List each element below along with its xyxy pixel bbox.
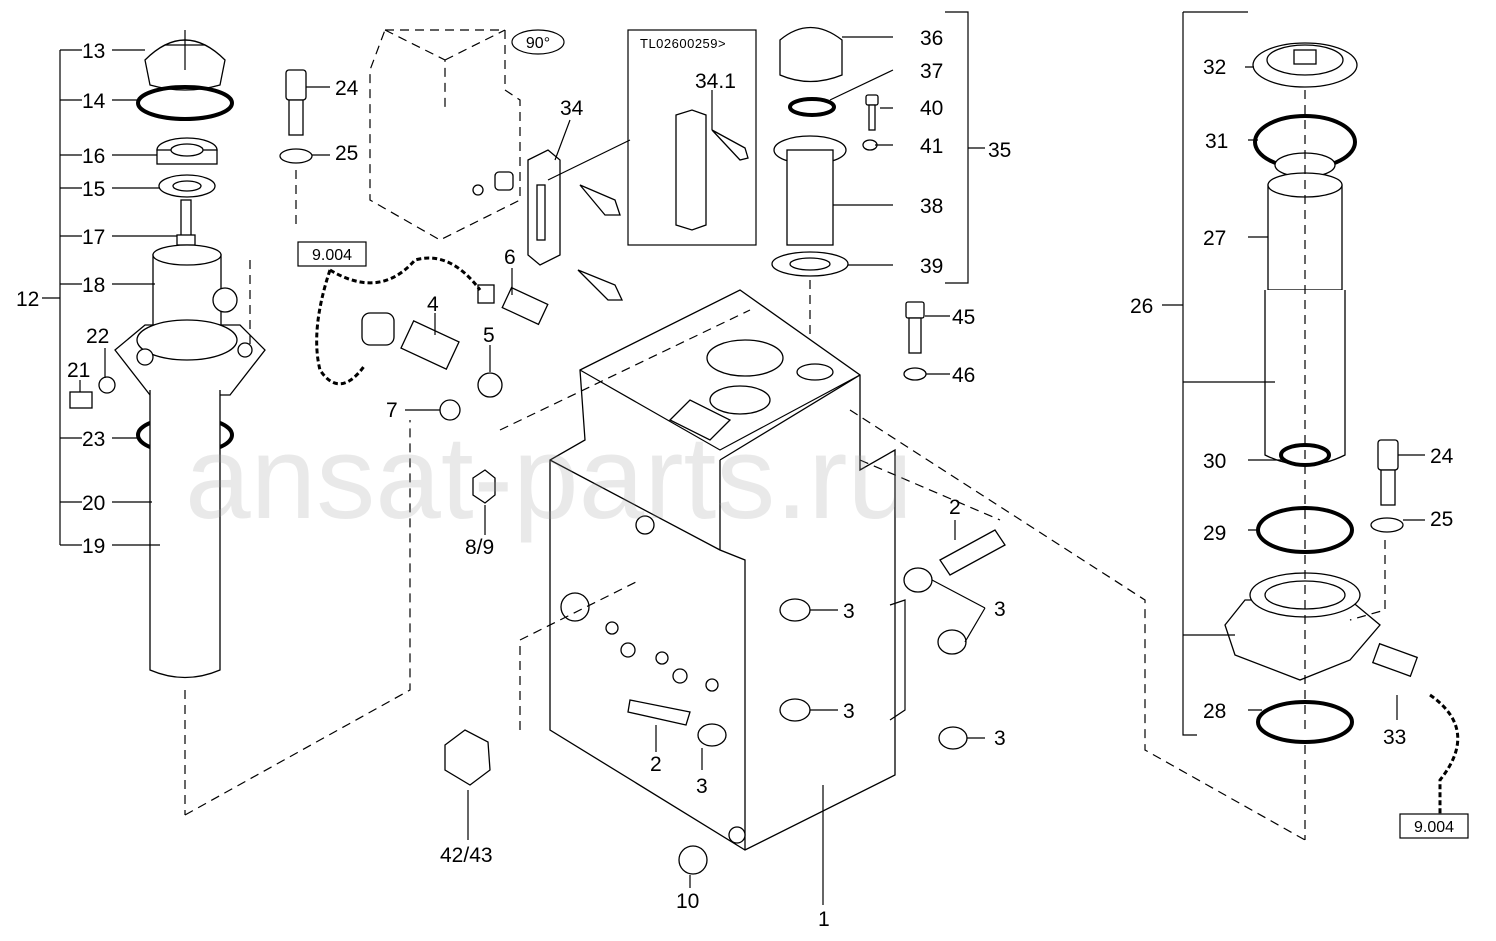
callout: 2 — [949, 496, 961, 519]
callout: 4 — [427, 293, 439, 316]
callout: 12 — [16, 288, 39, 311]
callout: 23 — [82, 428, 105, 451]
callout: 20 — [82, 492, 105, 515]
callout: 37 — [920, 60, 943, 83]
callout: 30 — [1203, 450, 1226, 473]
callout: 45 — [952, 306, 975, 329]
callout: 19 — [82, 535, 105, 558]
callout: 6 — [504, 246, 516, 269]
callout: 15 — [82, 178, 105, 201]
callout: 35 — [988, 139, 1011, 162]
callout: 39 — [920, 255, 943, 278]
top-block — [249, 29, 521, 350]
callout: 40 — [920, 97, 943, 120]
callout: 5 — [483, 324, 495, 347]
callout: 27 — [1203, 227, 1226, 250]
reference-box-right — [1399, 813, 1469, 839]
callout: 24 — [335, 77, 359, 100]
breather-assembly — [771, 11, 985, 350]
callout: 46 — [952, 364, 975, 387]
callout: 34 — [560, 97, 584, 120]
callout: 10 — [676, 890, 699, 913]
left-filter-assembly — [42, 30, 266, 815]
sensor-group — [315, 256, 549, 535]
callout-labels: 13 14 16 15 17 18 12 22 21 23 20 19 24 2… — [16, 27, 1454, 931]
callout: 8/9 — [465, 536, 494, 559]
rotation-indicator — [511, 29, 565, 55]
callout: 36 — [920, 27, 943, 50]
sight-glass-group — [527, 29, 757, 301]
callout: 3 — [843, 700, 855, 723]
callout: 42/43 — [440, 844, 493, 867]
callout: 3 — [994, 727, 1006, 750]
callout: 2 — [650, 753, 662, 776]
callout: 7 — [386, 399, 398, 422]
callout: 16 — [82, 145, 105, 168]
right-filter-assembly — [1162, 11, 1460, 840]
callout: 41 — [920, 135, 943, 158]
callout: 33 — [1383, 726, 1406, 749]
callout: 28 — [1203, 700, 1226, 723]
callout: 38 — [920, 195, 943, 218]
callout: 17 — [82, 226, 105, 249]
callout: 21 — [67, 359, 90, 382]
callout: 13 — [82, 40, 105, 63]
callout: 29 — [1203, 522, 1226, 545]
callout: 3 — [843, 600, 855, 623]
callout: 14 — [82, 90, 106, 113]
callout: 1 — [818, 908, 830, 931]
callout: 31 — [1205, 130, 1228, 153]
main-tank — [184, 289, 1306, 905]
callout: 3 — [994, 598, 1006, 621]
callout: 22 — [86, 325, 109, 348]
callout: 32 — [1203, 56, 1226, 79]
reference-label-left: 9.004 — [312, 247, 352, 264]
callout: 34.1 — [695, 70, 736, 93]
callout: 3 — [696, 775, 708, 798]
callout: 26 — [1130, 295, 1153, 318]
callout: 24 — [1430, 445, 1454, 468]
callout: 25 — [1430, 508, 1453, 531]
callout: 25 — [335, 142, 358, 165]
inset-reference-code: TL02600259> — [640, 36, 726, 51]
watermark: ansat-parts.ru — [185, 412, 913, 544]
reference-label-right: 9.004 — [1414, 819, 1454, 836]
rotation-label: 90° — [526, 35, 550, 52]
reference-box-left — [297, 241, 367, 267]
callout: 18 — [82, 274, 105, 297]
